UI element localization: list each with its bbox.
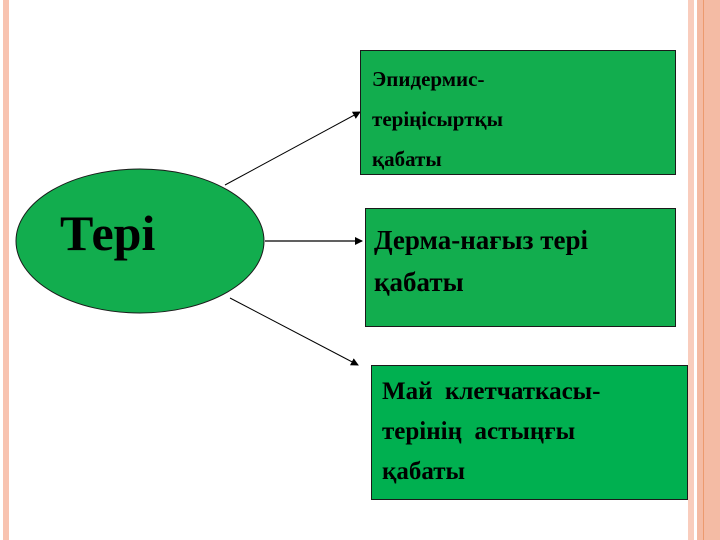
left-border-stripe (3, 0, 9, 540)
right-border-stripe (697, 0, 720, 540)
subcutaneous-line-1: Май клетчаткасы- (382, 378, 601, 405)
right-border-line (703, 0, 704, 540)
dermis-line-2: қабаты (374, 267, 464, 297)
dermis-line-1: Дерма-нағыз тері (374, 225, 588, 255)
right-border-stripe-light (688, 0, 694, 540)
subcutaneous-box: Май клетчаткасы- терінің астыңғы қабаты (371, 365, 688, 500)
epidermis-line-3: қабаты (372, 147, 442, 171)
subcutaneous-line-2: терінің астыңғы (382, 418, 576, 445)
center-node-label: Тері (60, 205, 156, 261)
epidermis-line-2: теріңісыртқы (372, 107, 504, 131)
center-node-ellipse (15, 168, 265, 314)
dermis-box: Дерма-нағыз тері қабаты (365, 208, 676, 327)
epidermis-line-1: Эпидермис- (372, 67, 485, 91)
subcutaneous-line-3: қабаты (382, 458, 466, 485)
epidermis-box: Эпидермис- теріңісыртқы қабаты (360, 50, 676, 175)
arrow-to-subcutaneous (229, 297, 359, 366)
arrow-to-epidermis (224, 111, 361, 186)
